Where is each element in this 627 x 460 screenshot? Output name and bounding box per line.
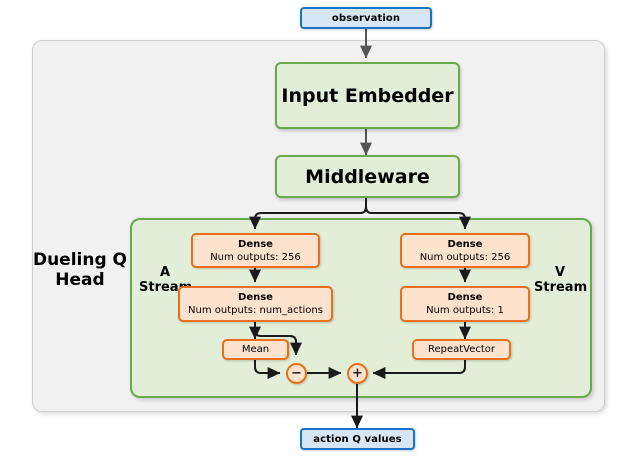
action-q-values-node[interactable]: action Q values xyxy=(300,428,415,450)
repeat-vector-label: RepeatVector xyxy=(427,344,496,355)
v-dense-1-node[interactable]: Dense Num outputs: 1 xyxy=(400,286,530,322)
observation-label: observation xyxy=(331,12,401,24)
v-stream-label-line1: V xyxy=(554,265,566,280)
a-dense-256-node[interactable]: Dense Num outputs: 256 xyxy=(191,233,320,268)
v-dense-256-node[interactable]: Dense Num outputs: 256 xyxy=(400,233,530,268)
add-operator-symbol: + xyxy=(352,366,363,381)
v-dense-256-subtitle: Num outputs: 256 xyxy=(419,251,511,263)
subtract-operator[interactable]: − xyxy=(286,363,307,384)
a-dense-num-actions-subtitle: Num outputs: num_actions xyxy=(188,305,323,316)
mean-node[interactable]: Mean xyxy=(222,339,289,360)
a-dense-num-actions-node[interactable]: Dense Num outputs: num_actions xyxy=(178,286,333,322)
a-stream-label-line1: A xyxy=(159,265,171,280)
observation-node[interactable]: observation xyxy=(300,7,432,29)
a-dense-256-title: Dense xyxy=(238,238,273,250)
v-stream-label: V Stream xyxy=(534,265,588,296)
a-dense-256-subtitle: Num outputs: 256 xyxy=(210,251,301,263)
v-dense-256-title: Dense xyxy=(447,238,483,250)
middleware-label: Middleware xyxy=(305,165,430,188)
input-embedder-label: Input Embedder xyxy=(281,84,454,107)
v-dense-1-subtitle: Num outputs: 1 xyxy=(426,305,504,316)
dueling-q-head-label-line2: Head xyxy=(55,270,105,291)
repeat-vector-node[interactable]: RepeatVector xyxy=(412,339,511,360)
dueling-q-head-label: Dueling Q Head xyxy=(30,250,130,290)
action-q-values-label: action Q values xyxy=(313,433,402,445)
input-embedder-node[interactable]: Input Embedder xyxy=(275,62,460,129)
middleware-node[interactable]: Middleware xyxy=(275,155,460,198)
v-stream-label-line2: Stream xyxy=(534,280,588,296)
subtract-operator-symbol: − xyxy=(291,366,302,381)
a-dense-num-actions-title: Dense xyxy=(238,292,273,303)
add-operator[interactable]: + xyxy=(347,363,368,384)
v-dense-1-title: Dense xyxy=(447,292,483,303)
dueling-q-head-label-line1: Dueling Q xyxy=(32,250,128,270)
mean-label: Mean xyxy=(241,344,270,355)
